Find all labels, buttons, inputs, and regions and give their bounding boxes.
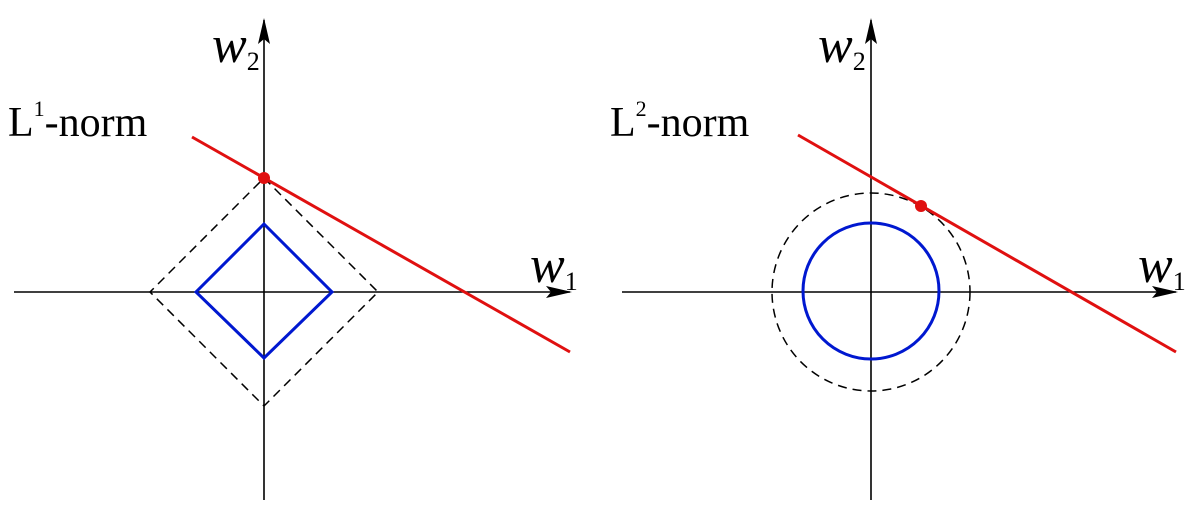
w1-axis-label: w1	[1138, 237, 1186, 296]
panel-title: L2-norm	[610, 96, 750, 146]
w2-axis-label: w2	[212, 17, 260, 76]
solution-point	[915, 200, 927, 212]
title-superscript: 2	[636, 96, 647, 121]
loss-contour-line	[797, 133, 1177, 354]
l1-constraint-diamond	[193, 221, 335, 361]
solution-point	[258, 172, 270, 184]
w1-axis-label: w1	[530, 237, 578, 296]
title-superscript: 1	[34, 96, 45, 121]
panel-title: L1-norm	[8, 96, 148, 146]
loss-contour-line	[191, 135, 571, 354]
l2-panel: L2-norm w2 w1	[610, 17, 1186, 500]
dashed-diamond-contour	[148, 176, 380, 408]
dashed-circle-contour	[771, 192, 971, 392]
l1-panel: L1-norm w2 w1	[8, 17, 578, 500]
w2-axis-label: w2	[818, 17, 866, 76]
l2-constraint-circle	[801, 221, 941, 361]
